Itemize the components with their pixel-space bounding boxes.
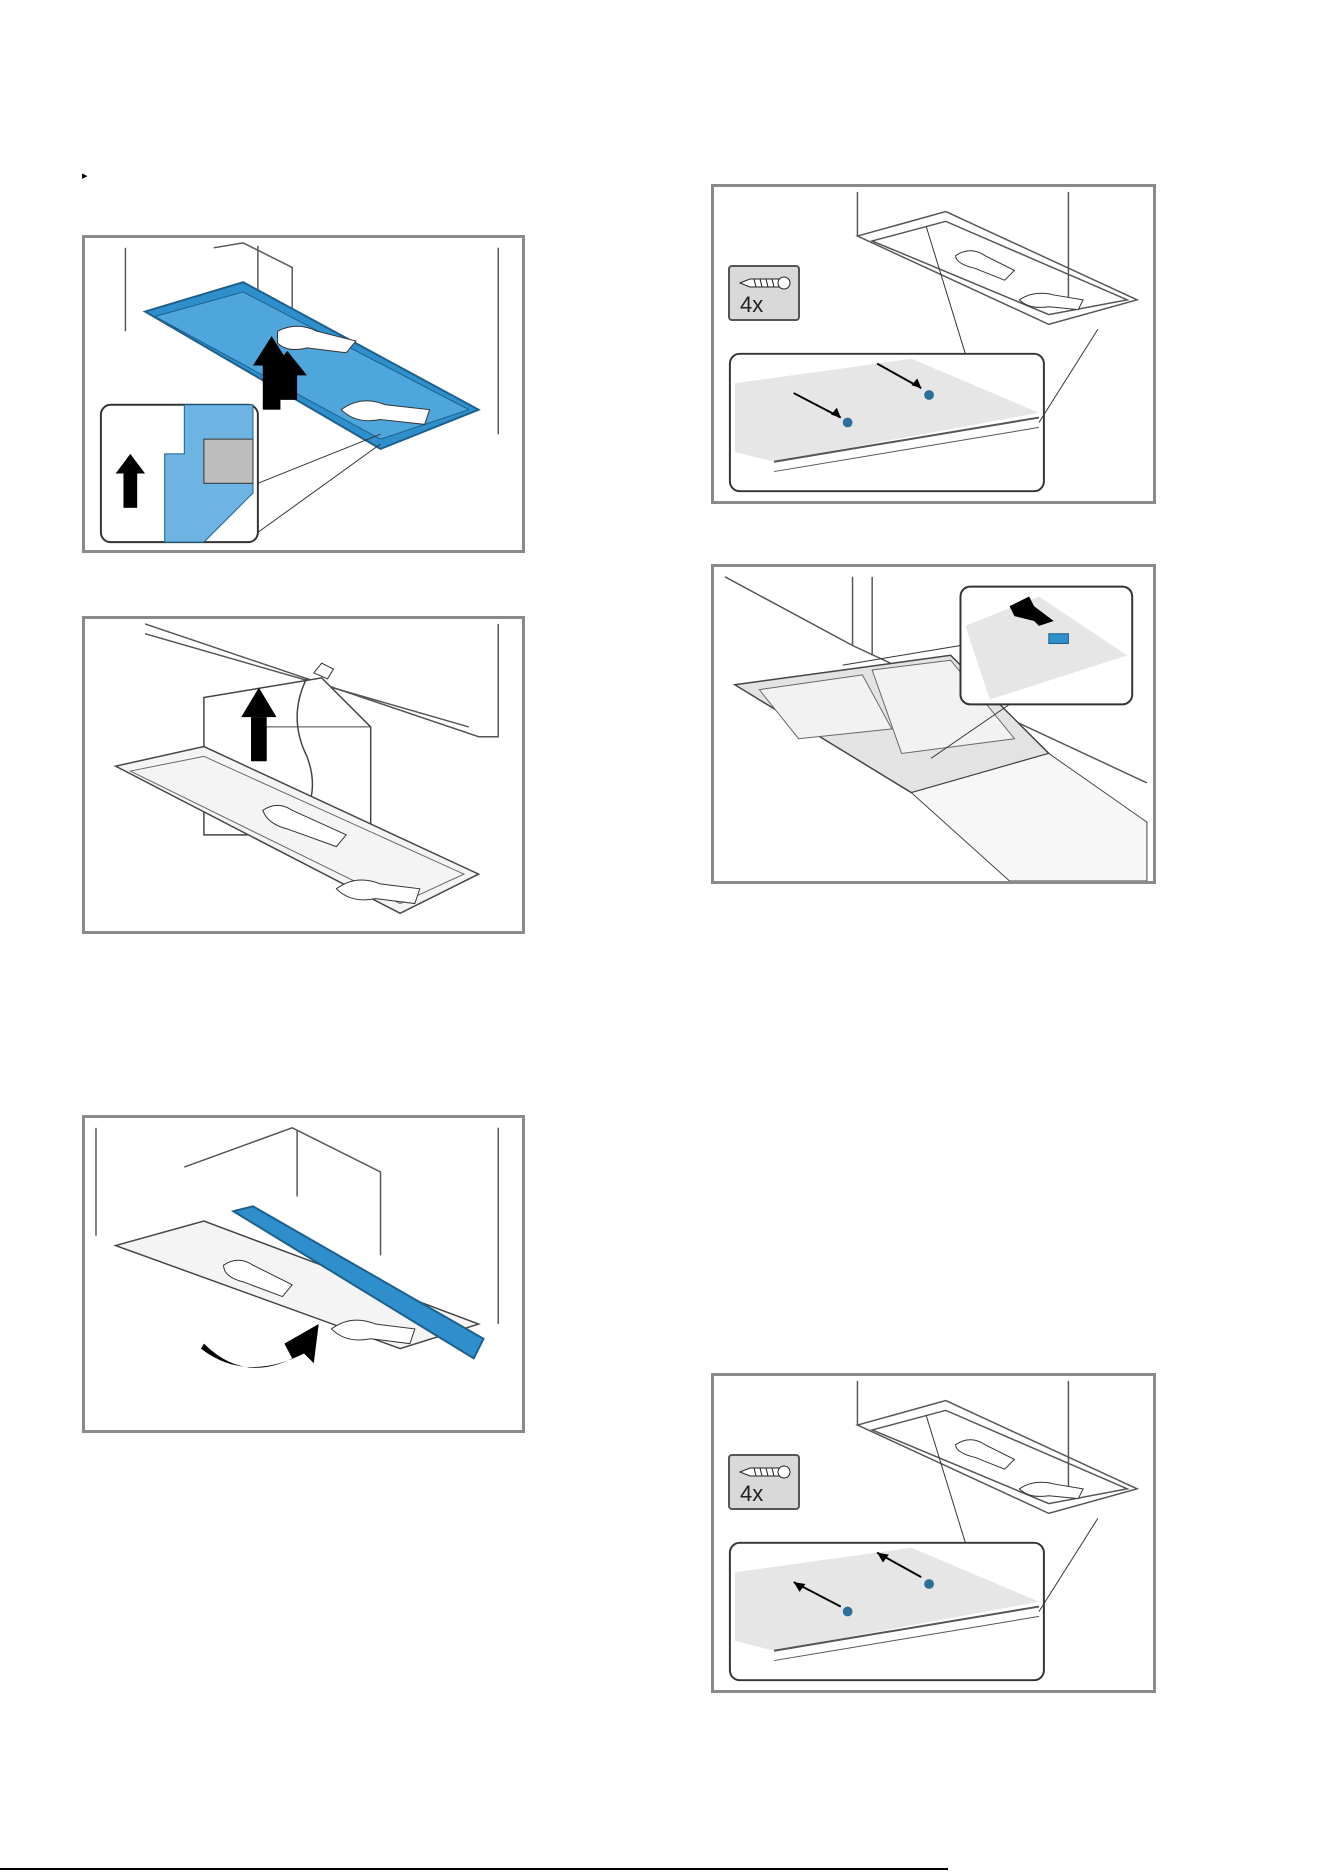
screw-icon <box>738 1462 792 1482</box>
screw-count: 4x <box>740 293 763 317</box>
illustration-screws-out <box>714 1376 1153 1690</box>
bullet-marker: ▸ <box>82 171 88 182</box>
illustration-lower-unit <box>85 619 522 931</box>
illustration-filter-release <box>714 567 1153 881</box>
figure-filter-release <box>711 564 1156 884</box>
illustration-fold-panel <box>85 1118 522 1430</box>
screw-icon <box>738 273 792 293</box>
figure-screws-out: 4x <box>711 1373 1156 1693</box>
footer-rule <box>0 1868 948 1870</box>
illustration-lift-panel <box>85 238 522 550</box>
figure-lower-unit <box>82 616 525 934</box>
figure-fold-panel <box>82 1115 525 1433</box>
screw-count: 4x <box>740 1482 763 1506</box>
figure-screws-in: 4x <box>711 184 1156 504</box>
screw-count-badge: 4x <box>728 265 800 321</box>
illustration-screws-in <box>714 187 1153 501</box>
screw-count-badge: 4x <box>728 1454 800 1510</box>
figure-lift-panel <box>82 235 525 553</box>
